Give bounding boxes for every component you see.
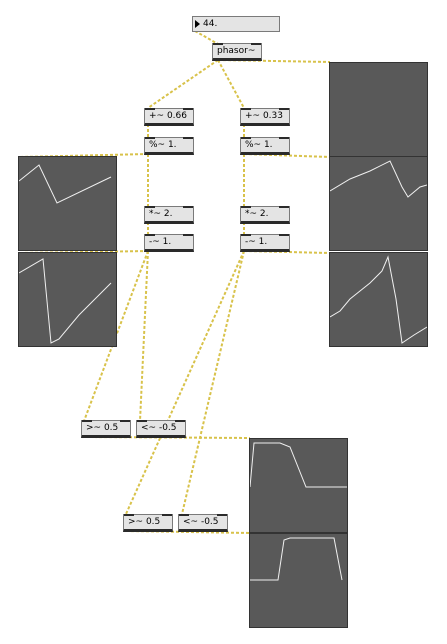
modulo-b-label: %~ 1. [245, 140, 273, 150]
multiply-b-label: *~ 2. [245, 209, 269, 219]
scope-trace [19, 164, 112, 204]
greater-than-b-object[interactable]: >~ 0.5 [123, 514, 173, 532]
multiply-a-label: *~ 2. [149, 209, 173, 219]
scope-trace [19, 258, 112, 344]
add-offset-b-object[interactable]: +~ 0.33 [240, 108, 290, 126]
patch-cord [217, 59, 331, 63]
subtract-b-label: -~ 1. [245, 237, 268, 247]
greater-than-a-object[interactable]: >~ 0.5 [81, 420, 131, 438]
frequency-number-box[interactable]: 44. [192, 16, 280, 32]
subtract-a-label: -~ 1. [149, 237, 172, 247]
add-offset-a-object[interactable]: +~ 0.66 [144, 108, 194, 126]
add-offset-b-label: +~ 0.33 [245, 111, 283, 121]
patch-cord [125, 250, 245, 515]
add-offset-a-label: +~ 0.66 [149, 111, 187, 121]
scope-trace [250, 537, 343, 581]
scope-comparator-a[interactable] [249, 438, 348, 533]
less-than-b-label: <~ -0.5 [183, 517, 219, 527]
frequency-value: 44. [203, 19, 218, 29]
patch-cord [181, 250, 245, 515]
scope-modulo-a[interactable] [18, 156, 117, 251]
scope-modulo-b[interactable] [329, 156, 428, 251]
scope-trace [330, 255, 427, 344]
greater-than-a-label: >~ 0.5 [86, 423, 119, 433]
multiply-b-object[interactable]: *~ 2. [240, 206, 290, 224]
modulo-a-object[interactable]: %~ 1. [144, 137, 194, 155]
scope-trace [330, 160, 427, 198]
number-box-arrow-icon [195, 20, 200, 28]
modulo-a-label: %~ 1. [149, 140, 177, 150]
scope-comparator-b[interactable] [249, 533, 348, 628]
less-than-a-label: <~ -0.5 [141, 423, 177, 433]
patch-cord [243, 250, 331, 254]
scope-trace [250, 442, 347, 488]
less-than-a-object[interactable]: <~ -0.5 [136, 420, 186, 438]
modulo-b-object[interactable]: %~ 1. [240, 137, 290, 155]
phasor-label: phasor~ [217, 46, 256, 56]
patch-cord [139, 250, 149, 422]
patch-cord [194, 30, 219, 45]
greater-than-b-label: >~ 0.5 [128, 517, 161, 527]
subtract-a-object[interactable]: -~ 1. [144, 234, 194, 252]
phasor-object[interactable]: phasor~ [212, 43, 262, 61]
scope-phasor[interactable] [329, 62, 428, 157]
patch-cord [243, 153, 331, 158]
scope-subtract-a[interactable] [18, 252, 117, 347]
scope-subtract-b[interactable] [329, 252, 428, 347]
patch-cord [217, 59, 245, 109]
multiply-a-object[interactable]: *~ 2. [144, 206, 194, 224]
patch-cord [147, 59, 219, 109]
subtract-b-object[interactable]: -~ 1. [240, 234, 290, 252]
less-than-b-object[interactable]: <~ -0.5 [178, 514, 228, 532]
